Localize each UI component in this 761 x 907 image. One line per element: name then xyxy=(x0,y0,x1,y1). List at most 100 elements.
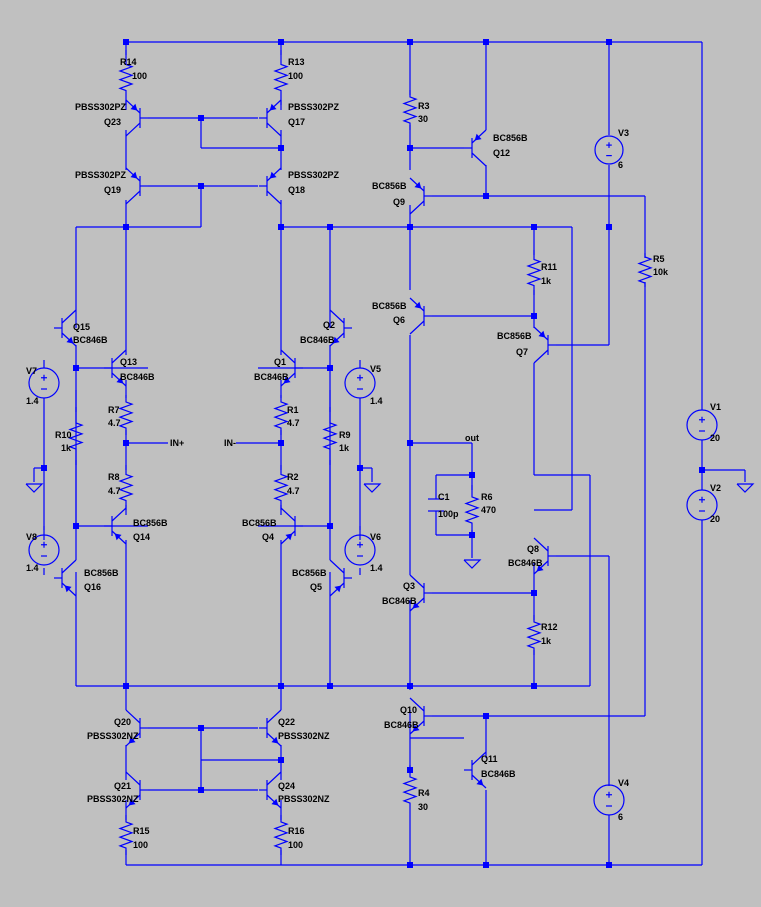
v7-source xyxy=(28,367,60,399)
q15-label: Q15 xyxy=(73,322,90,332)
q14-part: BC856B xyxy=(133,518,168,528)
v7-value: 1.4 xyxy=(26,396,39,406)
ground-symbol-mid xyxy=(363,483,382,493)
q4-label: Q4 xyxy=(262,532,274,542)
q22-transistor xyxy=(259,709,282,747)
c1-label: C1 xyxy=(438,492,450,502)
r10-resistor xyxy=(68,407,84,465)
q18-transistor xyxy=(259,167,282,205)
r5-value: 10k xyxy=(653,267,669,277)
v4-source xyxy=(593,784,625,816)
q8-label: Q8 xyxy=(527,544,539,554)
q13-part: BC846B xyxy=(120,372,155,382)
q22-label: Q22 xyxy=(278,717,295,727)
q21-label: Q21 xyxy=(114,781,131,791)
q9-transistor xyxy=(409,177,432,215)
r1-value: 4.7 xyxy=(287,418,300,428)
q13-transistor xyxy=(104,349,127,387)
v8-label: V8 xyxy=(26,532,37,542)
q3-transistor xyxy=(409,574,432,612)
v2-value: 20 xyxy=(710,514,720,524)
r10-label: R10 xyxy=(55,430,72,440)
q14-label: Q14 xyxy=(133,532,150,542)
v2-source xyxy=(686,489,718,521)
q5-label: Q5 xyxy=(310,582,322,592)
r9-resistor xyxy=(322,407,338,465)
ground-symbol-output xyxy=(463,559,482,569)
q20-label: Q20 xyxy=(114,717,131,727)
q19-label: Q19 xyxy=(104,185,121,195)
q20-part: PBSS302NZ xyxy=(87,731,139,741)
q10-part: BC846B xyxy=(384,720,419,730)
r7-resistor xyxy=(118,395,134,435)
r9-value: 1k xyxy=(339,443,350,453)
q24-label: Q24 xyxy=(278,781,295,791)
v4-value: 6 xyxy=(618,812,623,822)
q17-transistor xyxy=(259,99,282,137)
q7-part: BC856B xyxy=(497,331,532,341)
q11-label: Q11 xyxy=(481,754,498,764)
r15-value: 100 xyxy=(133,840,148,850)
q7-label: Q7 xyxy=(516,347,528,357)
r11-label: R11 xyxy=(541,262,557,272)
in-plus-label: IN+ xyxy=(170,438,184,448)
q6-transistor xyxy=(409,297,432,335)
q22-part: PBSS302NZ xyxy=(278,731,330,741)
v3-value: 6 xyxy=(618,160,623,170)
q9-part: BC856B xyxy=(372,181,407,191)
r12-resistor xyxy=(526,615,542,655)
r13-value: 100 xyxy=(288,71,303,81)
q5-transistor xyxy=(329,559,352,597)
q24-part: PBSS302NZ xyxy=(278,794,330,804)
v5-value: 1.4 xyxy=(370,396,383,406)
q4-part: BC856B xyxy=(242,518,277,528)
q17-part: PBSS302PZ xyxy=(288,102,340,112)
v4-label: V4 xyxy=(618,778,629,788)
q15-part: BC846B xyxy=(73,335,108,345)
out-label: out xyxy=(465,433,479,443)
r2-label: R2 xyxy=(287,472,299,482)
q23-part: PBSS302PZ xyxy=(75,102,127,112)
v6-source xyxy=(344,534,376,566)
q5-part: BC856B xyxy=(292,568,327,578)
r14-value: 100 xyxy=(132,71,147,81)
q24-transistor xyxy=(259,771,282,809)
r8-resistor xyxy=(118,465,134,510)
q11-part: BC846B xyxy=(481,769,516,779)
q18-part: PBSS302PZ xyxy=(288,170,340,180)
v1-value: 20 xyxy=(710,433,720,443)
v6-label: V6 xyxy=(370,532,381,542)
v8-value: 1.4 xyxy=(26,563,39,573)
junctions xyxy=(41,39,705,868)
q1-label: Q1 xyxy=(274,357,286,367)
q3-part: BC846B xyxy=(382,596,417,606)
r6-resistor xyxy=(464,485,480,535)
q12-part: BC856B xyxy=(493,133,528,143)
q6-label: Q6 xyxy=(393,315,405,325)
r6-value: 470 xyxy=(481,505,496,515)
q21-part: PBSS302NZ xyxy=(87,794,139,804)
q16-label: Q16 xyxy=(84,582,101,592)
q8-part: BC846B xyxy=(508,558,543,568)
r3-value: 30 xyxy=(418,114,428,124)
r2-resistor xyxy=(273,465,289,510)
v6-value: 1.4 xyxy=(370,563,383,573)
q10-transistor xyxy=(409,697,432,735)
v1-source xyxy=(686,409,718,441)
v2-label: V2 xyxy=(710,483,721,493)
q1-part: BC846B xyxy=(254,372,289,382)
r11-resistor xyxy=(526,250,542,295)
q14-transistor xyxy=(104,507,127,545)
r4-label: R4 xyxy=(418,788,430,798)
r2-value: 4.7 xyxy=(287,486,300,496)
r15-resistor xyxy=(118,815,134,855)
r7-label: R7 xyxy=(108,405,120,415)
r7-value: 4.7 xyxy=(108,418,121,428)
q13-label: Q13 xyxy=(120,357,137,367)
q16-transistor xyxy=(54,559,77,597)
q6-part: BC856B xyxy=(372,301,407,311)
q3-label: Q3 xyxy=(403,581,415,591)
in-minus-label: IN- xyxy=(224,438,236,448)
